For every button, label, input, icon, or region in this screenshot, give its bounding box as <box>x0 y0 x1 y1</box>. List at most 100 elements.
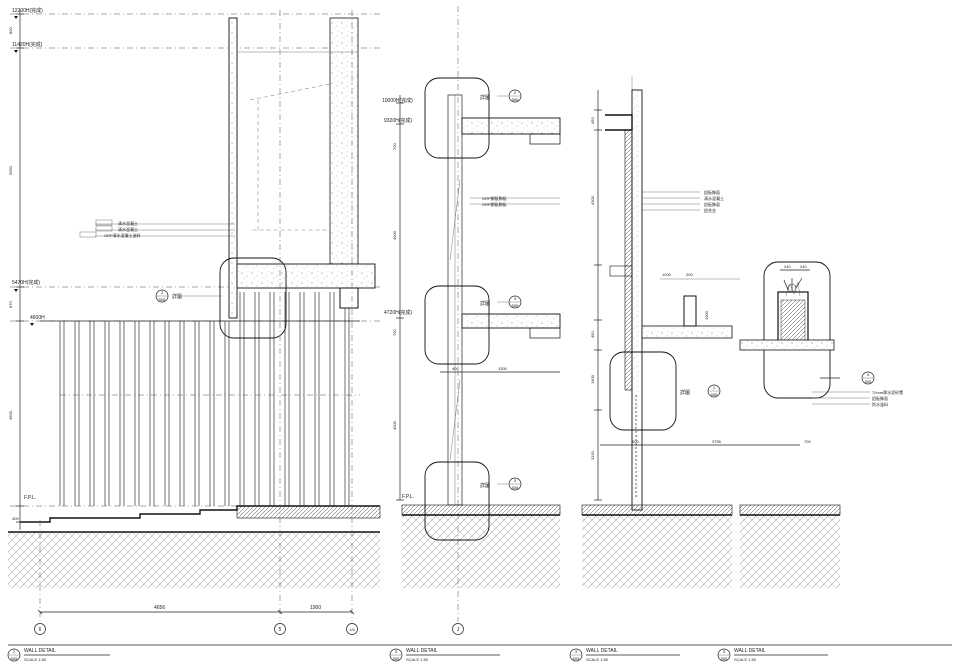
level-11420: 11420H(完成) <box>12 41 43 48</box>
svg-text:506: 506 <box>512 303 519 308</box>
title-block-1: 2 505 WALL DETAIL SCALE 1:50 <box>7 648 110 662</box>
panel-2-notes: GRP鋼板飾板 GRP鋼板飾板 <box>482 195 507 207</box>
svg-text:2: 2 <box>13 649 16 654</box>
note-a-1: 清水混凝土 <box>118 220 138 226</box>
panel-1-notes: 清水混凝土 清水混凝土 GRP清水混凝土塗料 <box>79 219 141 238</box>
detail-callout-2: 2 506 詳圖 <box>480 89 522 103</box>
svg-text:4: 4 <box>867 372 870 377</box>
panel-2-level-labels: 10000H(完成) 9320H(完成) 4720H(完成) F.P.L. <box>382 97 414 500</box>
grid-axis-j: J <box>457 627 460 633</box>
panel-4-planter-section <box>739 261 870 588</box>
svg-text:詳圖: 詳圖 <box>480 94 490 101</box>
note-d-1: 70mm厚水泥砂漿 <box>872 389 903 395</box>
grid-axis-5: 5 <box>279 627 282 633</box>
panel-1-left-dims: 800 5950 870 4600 400 <box>8 27 19 521</box>
level-12200: 12200H(完成) <box>12 7 43 14</box>
dim-400: 400 <box>12 516 19 521</box>
svg-text:3: 3 <box>514 478 517 483</box>
svg-text:詳圖: 詳圖 <box>480 300 490 307</box>
dim-r-200: 200 <box>686 272 693 277</box>
panel-4-notes: 70mm厚水泥砂漿 鋁板飾面 防水塗料 <box>872 389 903 407</box>
dim-r-1000b: 1000 <box>704 310 709 320</box>
note-c-2: 清水混凝土 <box>704 195 724 201</box>
note-c-4: 鋁合金 <box>704 207 716 213</box>
dim-r-4300: 4300 <box>590 195 595 205</box>
dim-mid-700b: 700 <box>392 329 397 336</box>
panel-3-wall-section <box>581 76 800 588</box>
level-10000: 10000H(完成) <box>382 97 413 104</box>
dim-r-3755: 3755 <box>712 439 722 444</box>
svg-text:SCALE 1:50: SCALE 1:50 <box>734 657 757 662</box>
note-c-1: 鋁板飾面 <box>704 189 720 195</box>
grid-axis-1-4: 1/4 <box>349 627 355 632</box>
note-b-2: GRP鋼板飾板 <box>482 201 507 207</box>
dim-800: 800 <box>8 27 13 34</box>
dim-r-240a: 240 <box>784 264 791 269</box>
svg-text:3: 3 <box>514 296 517 301</box>
title-3: WALL DETAIL <box>586 648 618 654</box>
panel-2-curtain-section <box>396 6 561 622</box>
note-c-3: 鋁板飾面 <box>704 201 720 207</box>
detail-callout-6: 4 506 <box>861 371 875 385</box>
note-a-2: 清水混凝土 <box>118 226 138 232</box>
detail-callout-3: 3 506 詳圖 <box>480 295 522 309</box>
svg-text:505: 505 <box>573 656 580 661</box>
title-block-4: 3 505 WALL DETAIL SCALE 1:50 <box>717 648 828 662</box>
detail-callout-1: 3 506 詳圖 <box>155 289 182 303</box>
panel-4-dims: 240 240 <box>784 264 807 269</box>
svg-text:3: 3 <box>723 649 726 654</box>
dim-5950: 5950 <box>8 165 13 175</box>
svg-text:2: 2 <box>514 90 517 95</box>
dim-r-3150: 3150 <box>590 450 595 460</box>
svg-text:3: 3 <box>161 290 164 295</box>
dim-mid-4000a: 4000 <box>392 230 397 240</box>
dim-mid-400: 400 <box>452 366 459 371</box>
level-5470: 5470H(完成) <box>12 279 40 286</box>
panel-2-dims: 700 4000 700 4000 400 1300 <box>392 143 508 430</box>
title-4: WALL DETAIL <box>734 648 766 654</box>
panel-1-level-labels: 12200H(完成) 11420H(完成) 5470H(完成) 4600H F.… <box>12 7 45 501</box>
note-a-3: GRP清水混凝土塗料 <box>104 232 141 238</box>
dim-r-1400: 1400 <box>590 374 595 384</box>
note-d-2: 鋁板飾面 <box>872 395 888 401</box>
panel-3-dims: 450 4300 450 1400 3150 1000 200 1000 600… <box>590 117 811 460</box>
title-1: WALL DETAIL <box>24 648 56 654</box>
svg-text:506: 506 <box>512 97 519 102</box>
svg-text:1: 1 <box>713 385 716 390</box>
title-strip: 2 505 WALL DETAIL SCALE 1:50 3 505 WALL … <box>7 644 952 662</box>
dim-mid-700a: 700 <box>392 143 397 150</box>
dim-4600: 4600 <box>8 410 13 420</box>
svg-text:505: 505 <box>721 656 728 661</box>
dim-mid-1300: 1300 <box>498 366 508 371</box>
title-2: WALL DETAIL <box>406 648 438 654</box>
dim-r-600: 600 <box>632 439 639 444</box>
dim-1900: 1900 <box>310 605 321 611</box>
dim-870: 870 <box>8 301 13 308</box>
svg-text:506: 506 <box>512 485 519 490</box>
panel-1-bottom-dims: 4656 1900 <box>154 605 321 611</box>
svg-text:3: 3 <box>575 649 578 654</box>
level-fpl-2: F.P.L. <box>402 494 414 500</box>
svg-text:SCALE 1:50: SCALE 1:50 <box>24 657 47 662</box>
svg-text:506: 506 <box>711 392 718 397</box>
svg-text:詳圖: 詳圖 <box>480 482 490 489</box>
svg-text:詳圖: 詳圖 <box>680 389 690 396</box>
title-block-3: 3 505 WALL DETAIL SCALE 1:50 <box>569 648 680 662</box>
svg-text:SCALE 1:50: SCALE 1:50 <box>586 657 609 662</box>
dim-r-450a: 450 <box>590 117 595 124</box>
level-9320: 9320H(完成) <box>384 117 412 124</box>
svg-text:SCALE 1:50: SCALE 1:50 <box>406 657 429 662</box>
detail-callout-4: 3 506 詳圖 <box>480 477 522 491</box>
dim-r-1000a: 1000 <box>662 272 672 277</box>
panel-3-notes: 鋁板飾面 清水混凝土 鋁板飾面 鋁合金 <box>704 189 724 213</box>
svg-text:505: 505 <box>11 656 18 661</box>
grid-axis-6: 6 <box>39 627 42 633</box>
svg-text:506: 506 <box>865 379 872 384</box>
dim-mid-4000b: 4000 <box>392 420 397 430</box>
note-d-3: 防水塗料 <box>872 401 888 407</box>
callout-label: 詳圖 <box>172 293 182 300</box>
note-b-1: GRP鋼板飾板 <box>482 195 507 201</box>
svg-text:505: 505 <box>393 656 400 661</box>
louver-fins <box>59 292 350 506</box>
